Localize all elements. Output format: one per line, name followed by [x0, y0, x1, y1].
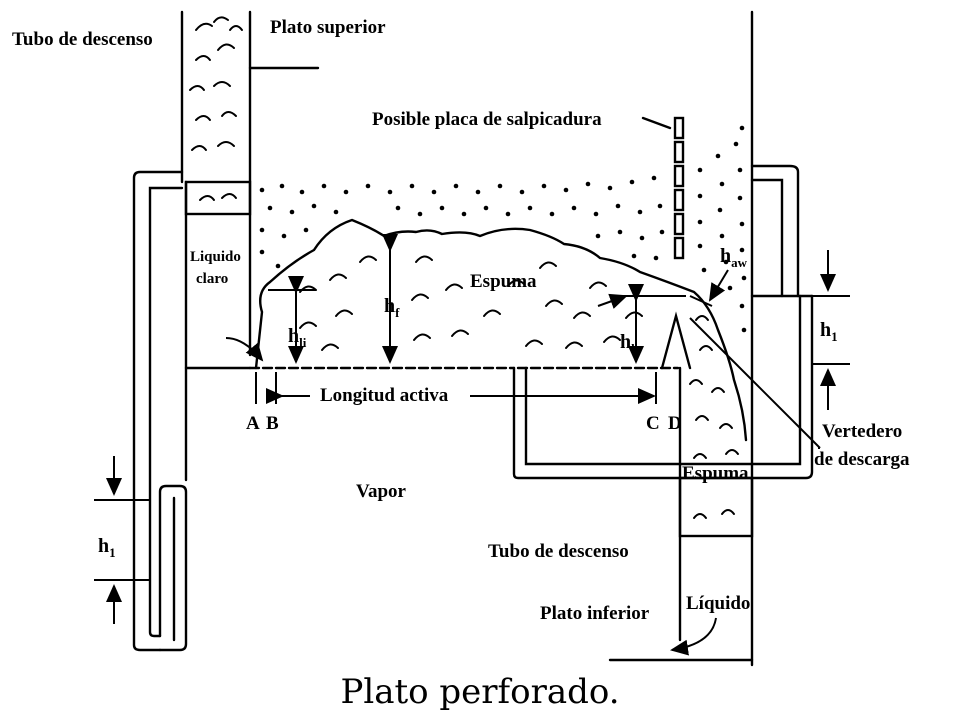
dimension-lines	[94, 234, 850, 656]
label-h1-right: h1	[820, 319, 838, 344]
label-liquido-claro-1: Liquido	[190, 249, 241, 265]
splash-plate	[673, 116, 685, 260]
label-tubo-descenso-bottom: Tubo de descenso	[488, 541, 629, 562]
outlet-weir	[660, 311, 692, 370]
label-espuma-bottom: Espuma	[682, 463, 749, 484]
label-h-li: hli	[288, 325, 307, 350]
label-espuma-top: Espuma	[470, 271, 537, 292]
label-point-b: B	[266, 413, 279, 434]
caption-plato-perforado: Plato perforado.	[340, 672, 620, 712]
label-point-c: C	[646, 413, 660, 434]
label-tubo-descenso-top: Tubo de descenso	[12, 29, 153, 50]
label-point-d: D	[668, 413, 682, 434]
manometer-left-outer	[132, 170, 184, 652]
label-liquido: Líquido	[686, 593, 751, 614]
label-placa-salpicadura: Posible placa de salpicadura	[372, 109, 602, 130]
manometer-left-return	[158, 484, 188, 652]
label-h-lo: hlo	[620, 331, 642, 356]
manometer-right-outer	[750, 164, 800, 298]
label-plato-superior: Plato superior	[270, 17, 386, 38]
manometer-left-inner	[148, 186, 184, 638]
label-h1-left: h1	[98, 535, 116, 560]
label-vapor: Vapor	[356, 481, 406, 502]
label-vertedero-1: Vertedero	[822, 421, 903, 442]
label-vertedero-2: de descarga	[814, 449, 910, 470]
lower-tray-inner	[524, 294, 802, 466]
manometer-right-inner	[750, 178, 784, 298]
label-longitud-activa: Longitud activa	[320, 385, 449, 406]
label-liquido-claro-2: claro	[196, 271, 229, 287]
foam-outline	[254, 218, 748, 442]
label-h-f: hf	[384, 295, 400, 320]
splash-leader	[641, 116, 672, 130]
label-h-aw: haw	[720, 245, 748, 270]
foam-bottom-box	[678, 476, 754, 538]
foam-texture	[189, 16, 739, 519]
label-point-a: A	[246, 413, 260, 434]
spray-dots	[259, 125, 747, 333]
label-plato-inferior: Plato inferior	[540, 603, 650, 624]
clear-liquid-box	[184, 180, 252, 216]
lower-tray-outer	[512, 294, 814, 480]
